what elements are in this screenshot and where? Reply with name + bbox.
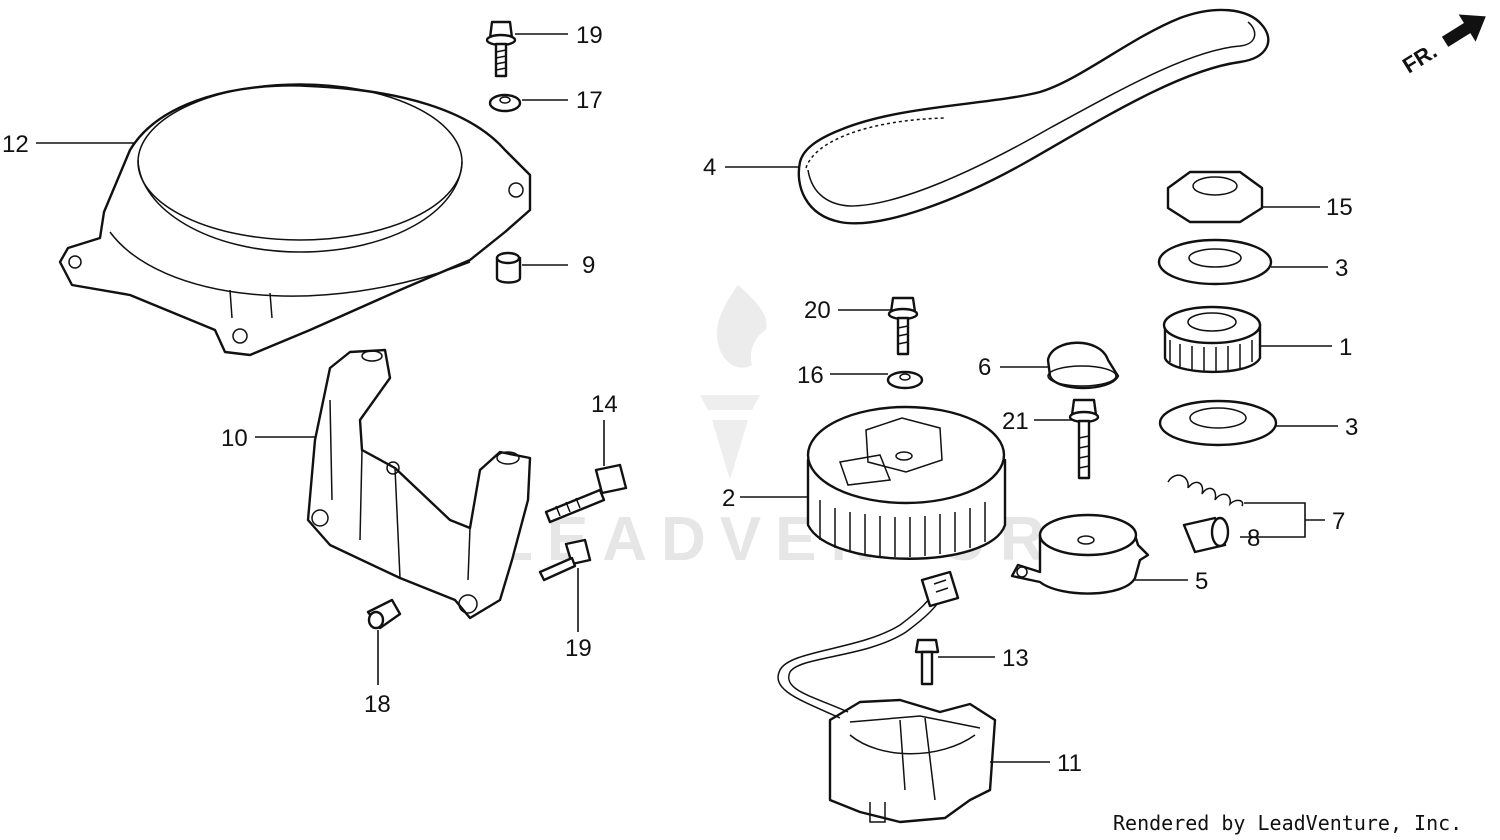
part-10-bracket — [306, 348, 532, 620]
callout-18: 18 — [364, 691, 391, 718]
leader-lines — [36, 33, 1338, 763]
part-14-bolt — [544, 463, 628, 524]
part-20-bolt — [887, 296, 919, 356]
callout-5: 5 — [1195, 568, 1208, 595]
callout-3-upper: 3 — [1335, 255, 1348, 282]
callout-6: 6 — [978, 354, 991, 381]
part-3-washer-lower — [1158, 399, 1278, 447]
callout-19-lower: 19 — [565, 635, 592, 662]
part-18-pin — [366, 598, 402, 630]
part-13-bolt — [914, 638, 940, 686]
part-19-bolt-top — [485, 20, 517, 78]
callout-10: 10 — [221, 425, 248, 452]
callout-15: 15 — [1326, 194, 1353, 221]
callout-7: 7 — [1332, 508, 1345, 535]
callout-19-top: 19 — [576, 22, 603, 49]
callout-20: 20 — [804, 297, 831, 324]
part-2-flywheel — [806, 405, 1007, 560]
fr-label: FR. — [1398, 38, 1441, 78]
callout-4: 4 — [703, 154, 716, 181]
part-9-bushing — [495, 251, 522, 284]
callout-8: 8 — [1247, 525, 1260, 552]
callout-12: 12 — [2, 131, 29, 158]
part-19-bolt-lower — [538, 538, 592, 582]
front-direction-indicator: FR. — [1398, 14, 1486, 78]
part-11-sensor — [777, 570, 997, 824]
render-credit: Rendered by LeadVenture, Inc. — [1113, 811, 1462, 835]
callout-11: 11 — [1057, 750, 1082, 777]
callout-9: 9 — [582, 252, 595, 279]
part-7-spring — [1167, 474, 1244, 507]
watermark-text: LEADVENTURE — [495, 505, 1114, 574]
part-12-cover — [58, 83, 532, 357]
part-16-washer — [886, 370, 924, 390]
part-17-washer — [488, 93, 522, 113]
callout-17: 17 — [576, 87, 603, 114]
part-21-bolt — [1068, 398, 1100, 480]
callout-13: 13 — [1002, 645, 1029, 672]
part-8-collar — [1182, 516, 1230, 554]
part-15-nut — [1166, 170, 1264, 224]
callout-21: 21 — [1002, 408, 1029, 435]
part-4-belt — [797, 8, 1270, 225]
callout-labels: 19 17 12 9 10 14 19 18 4 20 16 2 6 21 5 … — [2, 22, 1358, 777]
callout-14: 14 — [591, 391, 618, 418]
part-3-washer-upper — [1157, 238, 1273, 286]
callout-2: 2 — [722, 485, 735, 512]
callout-3-lower: 3 — [1345, 414, 1358, 441]
callout-16: 16 — [797, 362, 824, 389]
arrow-icon — [1441, 14, 1486, 47]
part-6-cap — [1046, 341, 1120, 390]
part-5-tensioner — [1010, 513, 1150, 595]
callout-1: 1 — [1339, 334, 1352, 361]
part-1-pulley — [1162, 305, 1262, 374]
